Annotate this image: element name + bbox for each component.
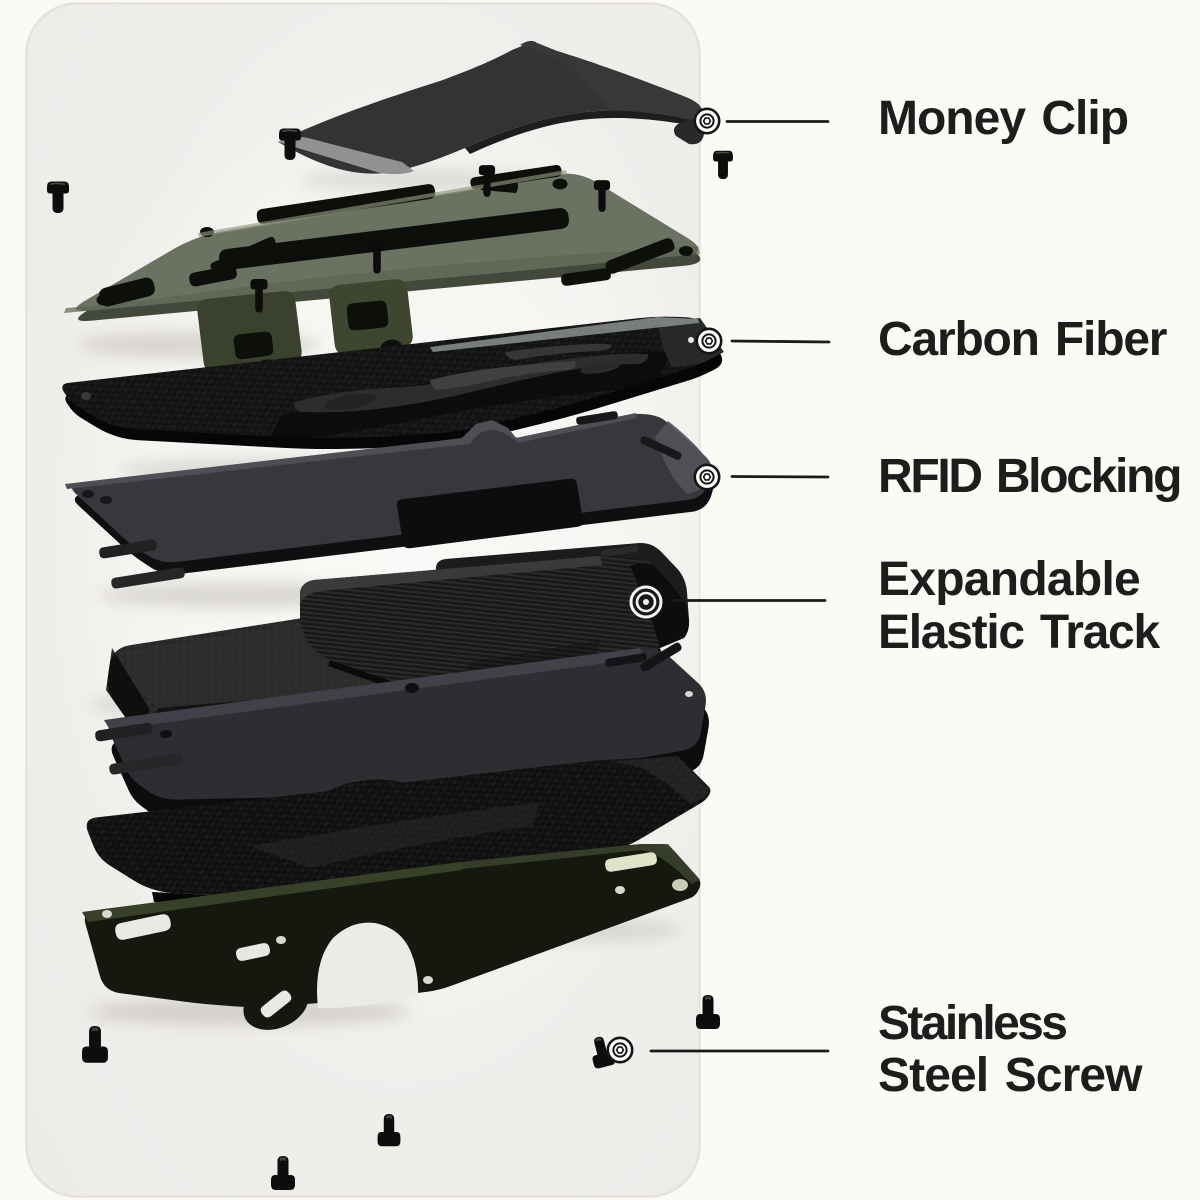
- svg-text:Steel Screw: Steel Screw: [878, 1049, 1143, 1102]
- svg-text:Money Clip: Money Clip: [878, 92, 1128, 145]
- svg-text:Stainless: Stainless: [878, 997, 1066, 1050]
- svg-text:Elastic Track: Elastic Track: [878, 606, 1160, 659]
- svg-text:Expandable: Expandable: [878, 553, 1140, 606]
- svg-text:Carbon Fiber: Carbon Fiber: [878, 313, 1167, 366]
- svg-text:RFID Blocking: RFID Blocking: [878, 450, 1180, 503]
